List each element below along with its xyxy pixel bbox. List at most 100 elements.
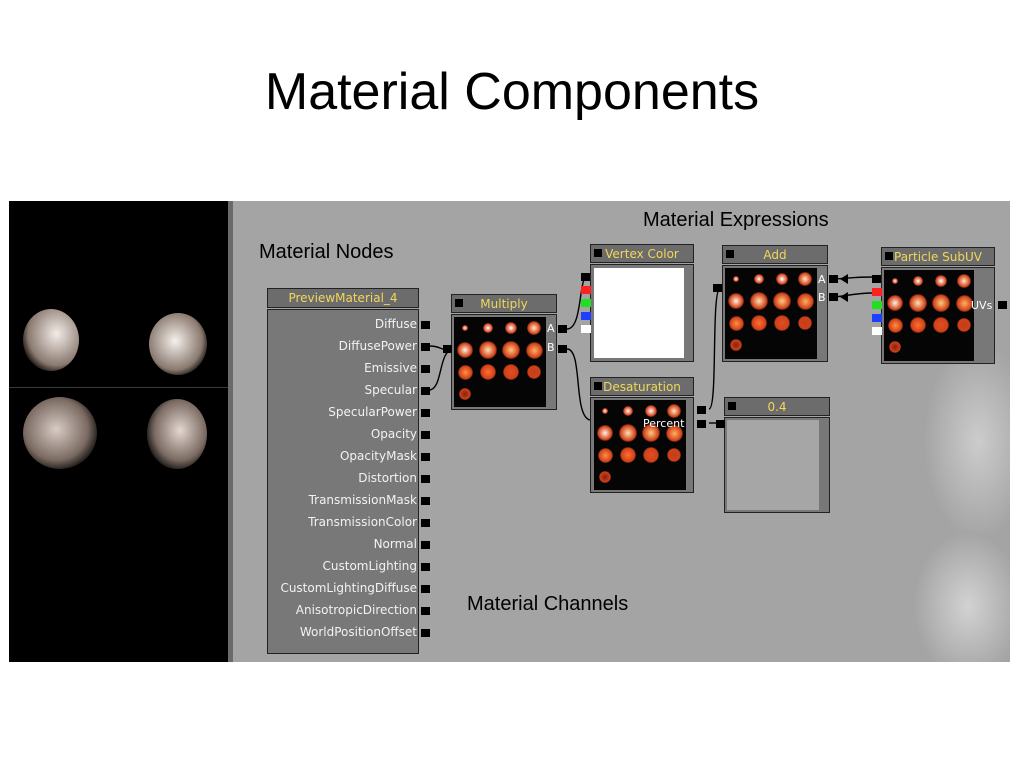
material-channel-pin[interactable] bbox=[421, 387, 430, 395]
add-output-pin[interactable] bbox=[713, 284, 722, 292]
add-input-a-pin[interactable] bbox=[829, 275, 838, 283]
preview-sphere-highlight bbox=[23, 309, 79, 371]
vertex-color-red-pin[interactable] bbox=[581, 286, 591, 294]
material-node-body[interactable] bbox=[267, 309, 419, 654]
add-node-title[interactable]: Add bbox=[722, 245, 828, 264]
material-channel-label: CustomLightingDiffuse bbox=[280, 581, 417, 595]
sprite-frame bbox=[597, 447, 613, 463]
material-graph-canvas[interactable]: Material Nodes Material Expressions Mate… bbox=[233, 201, 1010, 662]
sprite-frame bbox=[459, 388, 471, 400]
desaturation-percent-pin[interactable] bbox=[697, 420, 706, 428]
multiply-input-b-label: B bbox=[547, 341, 555, 354]
material-channel-pin[interactable] bbox=[421, 497, 430, 505]
material-channel-label: DiffusePower bbox=[338, 339, 417, 353]
node-toggle-icon[interactable] bbox=[728, 402, 736, 410]
add-node-body[interactable] bbox=[722, 265, 828, 362]
material-channel-pin[interactable] bbox=[421, 409, 430, 417]
node-toggle-icon[interactable] bbox=[594, 249, 602, 257]
constant-node-label: 0.4 bbox=[767, 400, 787, 414]
sprite-frame bbox=[892, 278, 898, 284]
material-channel-pin[interactable] bbox=[421, 629, 430, 637]
sprite-frame bbox=[773, 292, 791, 310]
vertex-color-output-pin[interactable] bbox=[581, 273, 590, 281]
viewport-splitter[interactable] bbox=[228, 201, 233, 662]
sprite-frame bbox=[483, 323, 493, 333]
particle-subuv-red-pin[interactable] bbox=[872, 288, 882, 296]
sprite-frame bbox=[957, 318, 971, 332]
add-input-b-pin[interactable] bbox=[829, 293, 838, 301]
material-channel-pin[interactable] bbox=[421, 453, 430, 461]
preview-split-line bbox=[9, 387, 228, 388]
particle-subuv-alpha-pin[interactable] bbox=[872, 327, 882, 335]
add-input-a-label: A bbox=[818, 273, 826, 286]
desaturation-node-body[interactable] bbox=[590, 397, 694, 493]
sprite-frame bbox=[667, 448, 681, 462]
sprite-frame bbox=[527, 321, 541, 335]
constant-preview-thumbnail bbox=[727, 420, 819, 510]
constant-node-title[interactable]: 0.4 bbox=[724, 397, 830, 416]
node-toggle-icon[interactable] bbox=[455, 299, 463, 307]
node-toggle-icon[interactable] bbox=[594, 382, 602, 390]
material-channel-pin[interactable] bbox=[421, 343, 430, 351]
callout-material-nodes: Material Nodes bbox=[259, 241, 394, 263]
material-channel-pin[interactable] bbox=[421, 563, 430, 571]
material-channel-pin[interactable] bbox=[421, 541, 430, 549]
material-channel-pin[interactable] bbox=[421, 321, 430, 329]
particle-subuv-output-pin[interactable] bbox=[872, 275, 881, 283]
vertex-color-blue-pin[interactable] bbox=[581, 312, 591, 320]
particle-subuv-uvs-label: UVs bbox=[971, 299, 993, 312]
constant-node-body[interactable] bbox=[724, 417, 830, 513]
particle-subuv-node-label: Particle SubUV bbox=[894, 250, 982, 264]
material-channel-label: Specular bbox=[364, 383, 417, 397]
vertex-color-preview-thumbnail bbox=[594, 268, 684, 358]
vertex-color-alpha-pin[interactable] bbox=[581, 325, 591, 333]
material-channel-label: Distortion bbox=[358, 471, 417, 485]
multiply-input-a-pin[interactable] bbox=[558, 325, 567, 333]
sprite-frame bbox=[479, 341, 497, 359]
multiply-node-title[interactable]: Multiply bbox=[451, 294, 557, 313]
vertex-color-node-body[interactable] bbox=[590, 264, 694, 362]
background-decoration bbox=[923, 341, 1010, 541]
particle-subuv-node-title[interactable]: Particle SubUV bbox=[881, 247, 995, 266]
material-node-title[interactable]: PreviewMaterial_4 bbox=[267, 288, 419, 308]
material-channel-pin[interactable] bbox=[421, 519, 430, 527]
node-toggle-icon[interactable] bbox=[885, 252, 893, 260]
material-channel-pin[interactable] bbox=[421, 431, 430, 439]
material-channel-label: AnisotropicDirection bbox=[295, 603, 417, 617]
particle-subuv-blue-pin[interactable] bbox=[872, 314, 882, 322]
vertex-color-node-title[interactable]: Vertex Color bbox=[590, 244, 694, 263]
material-channel-pin[interactable] bbox=[421, 365, 430, 373]
multiply-output-pin[interactable] bbox=[443, 345, 452, 353]
material-channel-pin[interactable] bbox=[421, 585, 430, 593]
material-channel-pin[interactable] bbox=[421, 475, 430, 483]
node-toggle-icon[interactable] bbox=[726, 250, 734, 258]
material-channel-pin[interactable] bbox=[421, 607, 430, 615]
sprite-frame bbox=[932, 294, 950, 312]
sprite-frame bbox=[910, 317, 926, 333]
sprite-frame bbox=[730, 339, 742, 351]
sprite-frame bbox=[798, 272, 812, 286]
particle-subuv-green-pin[interactable] bbox=[872, 301, 882, 309]
material-channel-label: OpacityMask bbox=[339, 449, 417, 463]
material-channel-label: Diffuse bbox=[374, 317, 417, 331]
sprite-frame bbox=[733, 276, 739, 282]
preview-sphere-highlight bbox=[23, 397, 97, 469]
particle-subuv-node-body[interactable] bbox=[881, 267, 995, 364]
sprite-frame bbox=[619, 424, 637, 442]
particle-subuv-uvs-pin[interactable] bbox=[998, 301, 1007, 309]
multiply-input-b-pin[interactable] bbox=[558, 345, 567, 353]
sprite-frame bbox=[957, 274, 971, 288]
sprite-frame bbox=[889, 341, 901, 353]
vertex-color-green-pin[interactable] bbox=[581, 299, 591, 307]
constant-output-pin[interactable] bbox=[716, 420, 725, 428]
sprite-frame bbox=[480, 364, 496, 380]
sprite-frame bbox=[955, 294, 973, 312]
sprite-frame bbox=[776, 273, 788, 285]
preview-viewport[interactable] bbox=[9, 201, 228, 662]
desaturation-node-title[interactable]: Desaturation bbox=[590, 377, 694, 396]
material-channel-label: TransmissionColor bbox=[308, 515, 417, 529]
desaturation-output-pin[interactable] bbox=[697, 406, 706, 414]
multiply-node-body[interactable] bbox=[451, 314, 557, 410]
material-channel-label: TransmissionMask bbox=[308, 493, 417, 507]
multiply-input-a-label: A bbox=[547, 322, 555, 335]
